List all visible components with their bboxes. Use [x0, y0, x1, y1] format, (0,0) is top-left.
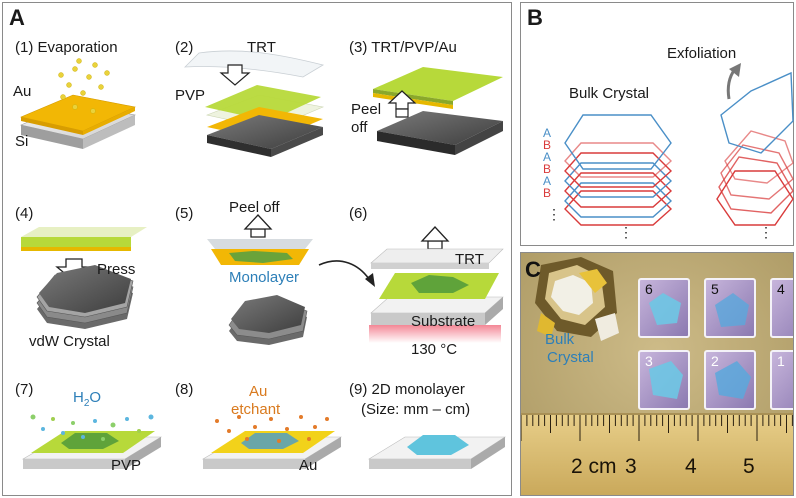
stack-letter: A	[543, 174, 552, 188]
stack-letter: A	[543, 126, 552, 140]
ruler-label-4: 4	[685, 455, 697, 478]
step8-etchant-particles	[215, 415, 329, 443]
ruler-label-5: 5	[743, 455, 755, 478]
step3-peel-label: Peel	[351, 101, 382, 118]
stack-letter: A	[543, 150, 552, 164]
exfoliated-dots: ⋮	[759, 224, 773, 240]
step3-off-label: off	[351, 119, 368, 136]
step6-tape-arrow	[420, 226, 450, 250]
bulk-crystal-line2: Crystal	[547, 349, 594, 366]
step4-num: (4)	[15, 205, 34, 222]
stack-letter: B	[543, 138, 552, 152]
step7-num: (7)	[15, 381, 34, 398]
exfoliation-label: Exfoliation	[667, 45, 737, 62]
exfoliated-layers	[716, 71, 794, 226]
sample-chip-1	[770, 350, 793, 410]
bulk-dots-bottom: ⋮	[619, 224, 633, 240]
step7-water-label: H2O	[73, 389, 102, 409]
step6-temperature-label: 130 °C	[411, 341, 458, 358]
step2-trt-sheet	[183, 50, 325, 78]
step6-num: (6)	[349, 205, 368, 222]
step2-pvp-label: PVP	[175, 87, 206, 104]
panel-c: C Bulk Crystal 6 5 4 3 2 1 2 cm 3 4 5	[520, 252, 794, 496]
bulk-crystal-title: Bulk Crystal	[569, 85, 650, 102]
step1-au-film	[20, 94, 136, 135]
sample-chips	[638, 278, 793, 410]
step4-crystal-label: vdW Crystal	[29, 333, 110, 350]
step7-pvp-label: PVP	[111, 457, 142, 474]
step1-title: (1) Evaporation	[15, 39, 118, 56]
step4-tape-sheet	[21, 227, 147, 251]
step5-monolayer-label: Monolayer	[229, 269, 300, 286]
step4-press-label: Press	[97, 261, 136, 278]
step5-title: Peel off	[229, 199, 280, 216]
step7-water-droplets	[30, 414, 154, 441]
sample-number-4: 4	[777, 281, 785, 297]
stack-letter: B	[543, 162, 552, 176]
step3-peel-arrow	[387, 90, 417, 118]
step2-trt-label: TRT	[247, 39, 276, 56]
step8-au-label: Au	[249, 383, 268, 400]
step2-press-arrow	[219, 64, 251, 86]
bulk-crystal-line1: Bulk	[545, 331, 575, 348]
bulk-dots: ⋮	[547, 206, 561, 222]
transfer-arrow	[318, 260, 375, 287]
sample-number-2: 2	[711, 353, 719, 369]
step5-tape-with-monolayer	[207, 239, 313, 265]
step5-peel-arrow	[243, 214, 273, 238]
panel-b: B Bulk Crystal Exfoliation ⋮ ⋮ ⋮ A B	[520, 2, 794, 246]
step6-trt-label: TRT	[455, 251, 484, 268]
panel-a: A	[2, 2, 512, 496]
exfoliation-arrow	[726, 63, 741, 100]
step8-substrate	[201, 431, 343, 469]
panel-b-label: B	[527, 5, 543, 30]
step2-stack	[205, 85, 325, 157]
step5-vdw-crystal	[228, 295, 308, 345]
sample-number-1: 1	[777, 353, 785, 369]
step4-vdw-crystal	[36, 265, 134, 329]
step9-substrate	[367, 435, 507, 469]
step9-title: (9) 2D monolayer	[349, 381, 465, 398]
panel-a-label: A	[9, 5, 25, 30]
ruler-label-3: 3	[625, 455, 637, 478]
step7-substrate	[21, 431, 163, 469]
step9-size-label: (Size: mm – cm)	[361, 401, 471, 418]
step5-num: (5)	[175, 205, 194, 222]
ruler-label-2cm: 2 cm	[571, 455, 617, 478]
panel-c-label: C	[525, 257, 541, 282]
ruler-ticks	[521, 415, 793, 441]
step2-num: (2)	[175, 39, 194, 56]
step8-etchant-label: etchant	[231, 401, 281, 418]
step3-title: (3) TRT/PVP/Au	[349, 39, 457, 56]
step1-si-label: Si	[15, 133, 29, 150]
sample-number-3: 3	[645, 353, 653, 369]
step8-num: (8)	[175, 381, 194, 398]
step8-au-film-label: Au	[299, 457, 318, 474]
step6-substrate-label: Substrate	[411, 313, 476, 330]
panel-b-illustration: ⋮ ⋮ ⋮	[547, 63, 794, 240]
step1-au-label: Au	[13, 83, 32, 100]
stack-letter: B	[543, 186, 552, 200]
step3-si-substrate	[377, 111, 503, 155]
ruler	[521, 413, 793, 495]
step1-au-particles	[58, 58, 110, 114]
step6-trt-sheet	[370, 248, 504, 269]
bulk-crystal-stack	[564, 114, 673, 226]
bulk-crystal-flakes	[535, 257, 619, 341]
stacking-letters: A B A B A B	[543, 127, 551, 199]
panel-c-photo	[521, 253, 793, 495]
step6-substrate	[369, 273, 504, 343]
panel-a-illustrations	[20, 50, 507, 469]
sample-chip-4	[770, 278, 793, 338]
sample-number-5: 5	[711, 281, 719, 297]
sample-number-6: 6	[645, 281, 653, 297]
